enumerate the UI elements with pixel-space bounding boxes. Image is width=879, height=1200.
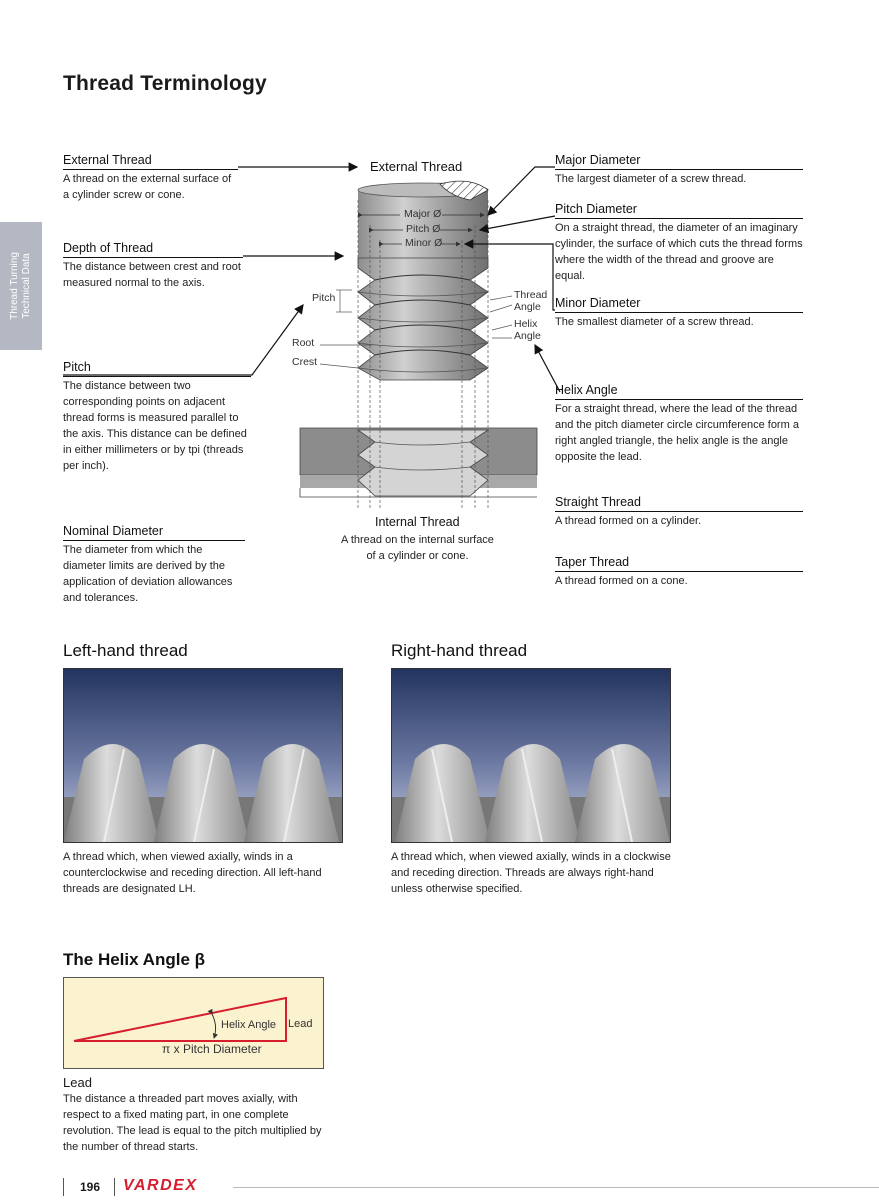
helix-angle-text: Helix Angle [221,1019,277,1031]
term-heading: Straight Thread [555,494,803,512]
thread-diagram [63,162,561,510]
thread-angle-label: Thread Angle [514,289,547,313]
term-nominal-diameter: Nominal Diameter The diameter from which… [63,523,245,606]
term-minor-diameter: Minor Diameter The smallest diameter of … [555,295,803,330]
lead-text: Lead [288,1018,313,1030]
term-heading: Pitch [63,359,251,377]
minor-diameter-label: Minor Ø [405,237,443,249]
term-depth-of-thread: Depth of Thread The distance between cre… [63,240,243,291]
major-diameter-label: Major Ø [404,208,442,220]
term-taper-thread: Taper Thread A thread formed on a cone. [555,554,803,589]
term-pitch: Pitch The distance between two correspon… [63,359,251,474]
thread-angle-line-2: Angle [514,301,541,313]
helix-angle-label: Helix Angle [514,318,541,342]
pitch-label: Pitch [312,292,336,304]
term-text: The distance a threaded part moves axial… [63,1093,322,1153]
term-helix-angle: Helix Angle For a straight thread, where… [555,382,803,465]
term-text: The largest diameter of a screw thread. [555,173,747,185]
helix-diagram: Helix Angle Lead π x Pitch Diameter [63,977,324,1069]
crest-label: Crest [292,356,318,368]
term-text: On a straight thread, the diameter of an… [555,222,803,282]
pitch-diameter-leader [478,215,556,234]
left-hand-text: A thread which, when viewed axially, win… [63,851,322,895]
left-hand-title: Left-hand thread [63,641,188,660]
root-label: Root [292,337,315,349]
term-text: The distance between two corresponding p… [63,380,247,472]
term-major-diameter: Major Diameter The largest diameter of a… [555,152,803,187]
brand-logo: VARDEX [123,1177,198,1194]
internal-thread-shape [299,427,538,498]
term-heading: Lead [63,1075,92,1090]
pitch-diameter-label: Pitch Ø [406,223,441,235]
term-heading: Depth of Thread [63,240,243,258]
right-hand-thread-image [391,668,671,843]
term-text: The diameter from which the diameter lim… [63,544,233,604]
term-heading: Taper Thread [555,554,803,572]
term-heading: Nominal Diameter [63,523,245,541]
pitch-leader [63,304,304,376]
term-heading: Helix Angle [555,382,803,400]
right-hand-text: A thread which, when viewed axially, win… [391,851,671,895]
thread-angle-line-1: Thread [514,289,548,301]
external-thread-label: External Thread [370,159,463,174]
term-text: A thread on the external surface of a cy… [63,173,232,201]
page-title: Thread Terminology [63,72,267,95]
term-text: A thread formed on a cylinder. [555,515,702,527]
external-thread-shape [357,180,489,381]
helix-triangle [73,996,287,1042]
term-pitch-diameter: Pitch Diameter On a straight thread, the… [555,201,803,284]
footer-divider [114,1178,115,1196]
term-straight-thread: Straight Thread A thread formed on a cyl… [555,494,803,529]
term-external-thread: External Thread A thread on the external… [63,152,238,203]
term-text: The smallest diameter of a screw thread. [555,316,754,328]
internal-thread-label: Internal Thread [375,515,460,529]
term-heading: Minor Diameter [555,295,803,313]
term-lead: Lead The distance a threaded part moves … [63,1075,333,1155]
helix-title: The Helix Angle β [63,950,205,969]
footer-rule [233,1187,879,1188]
projection-lines [357,200,489,510]
term-heading: Major Diameter [555,152,803,170]
term-heading: External Thread [63,152,238,170]
term-text: The distance between crest and root meas… [63,261,241,289]
footer-divider [63,1178,64,1196]
internal-thread-text: A thread on the internal surface of a cy… [341,534,494,562]
term-text: A thread formed on a cone. [555,575,688,587]
helix-leader [534,343,561,393]
right-hand-title: Right-hand thread [391,641,528,660]
helix-angle-line-2: Angle [514,330,541,342]
pitch-diameter-text: π x Pitch Diameter [162,1042,262,1056]
page-number: 196 [80,1180,101,1194]
helix-angle-line-1: Helix [514,318,538,330]
term-text: For a straight thread, where the lead of… [555,403,799,463]
major-leader [487,166,555,216]
term-heading: Pitch Diameter [555,201,803,219]
left-hand-thread-image [63,668,343,843]
minor-leader [463,239,555,311]
